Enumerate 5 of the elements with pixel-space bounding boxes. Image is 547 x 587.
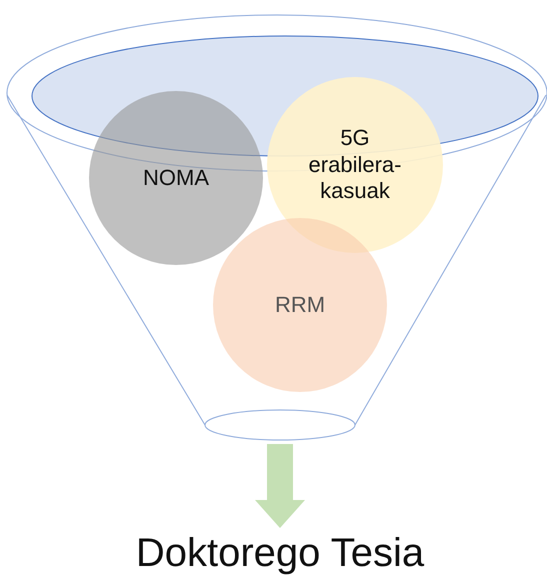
outcome-title: Doktorego Tesia bbox=[136, 530, 424, 577]
topic-label: RRM bbox=[274, 292, 326, 318]
topic-label: NOMA bbox=[143, 164, 209, 192]
arrow bbox=[255, 444, 305, 528]
topic-label: 5G erabilera-kasuak bbox=[308, 125, 402, 205]
